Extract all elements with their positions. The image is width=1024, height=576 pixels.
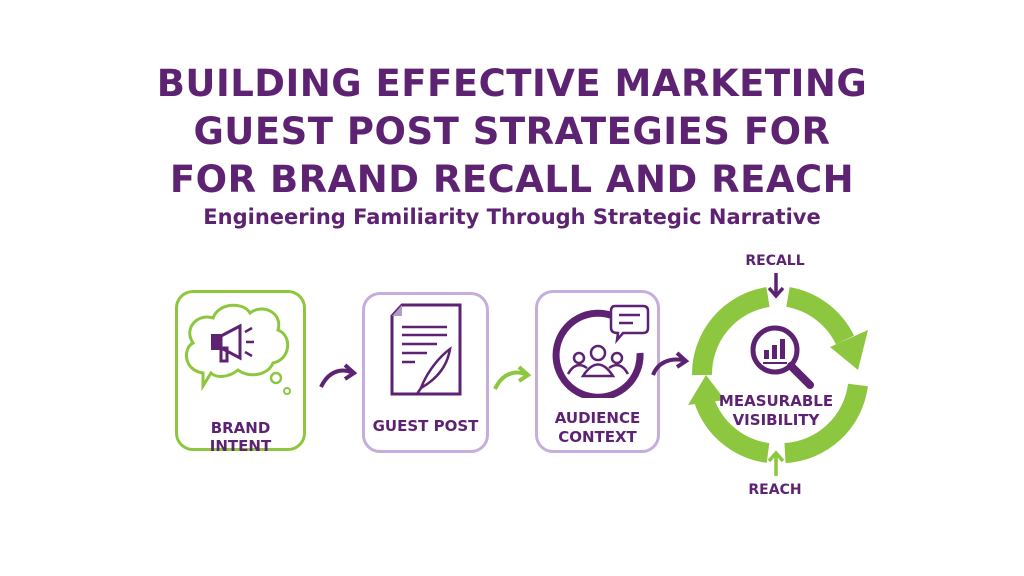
step-label-line-2: CONTEXT: [558, 428, 637, 446]
recall-label: RECALL: [745, 253, 805, 269]
arrow-up-icon: [767, 450, 785, 476]
title-line-3: FOR BRAND RECALL AND REACH: [169, 158, 855, 201]
subtitle: Engineering Familiarity Through Strategi…: [203, 205, 821, 229]
cycle-center-line-2: VISIBILITY: [732, 411, 820, 429]
arrow-right-icon: [651, 351, 690, 376]
cycle-arrowhead-icon: [688, 375, 725, 405]
step-brand-intent: BRAND INTENT: [175, 290, 306, 455]
step-label: BRAND INTENT: [209, 419, 272, 455]
cycle-center-line-1: MEASURABLE: [718, 392, 834, 410]
title-line-2: GUEST POST STRATEGIES FOR: [193, 110, 831, 153]
title-line-1: BUILDING EFFECTIVE MARKETING: [156, 62, 868, 105]
cycle-arrowhead-icon: [830, 330, 868, 370]
document-quill-icon: [390, 303, 462, 396]
step-label-line-1: AUDIENCE: [554, 409, 641, 427]
magnifier-chart-icon: [750, 325, 814, 389]
megaphone-thought-cloud-icon: [184, 303, 291, 395]
arrow-down-icon: [767, 273, 785, 299]
arrow-right-icon: [319, 363, 358, 388]
step-audience-context: AUDIENCE CONTEXT: [535, 290, 660, 453]
step-label: GUEST POST: [372, 417, 479, 435]
audience-chat-icon: [552, 304, 650, 398]
cycle-arrow-icon: [691, 287, 868, 463]
visibility-cycle: [688, 287, 868, 463]
step-guest-post: GUEST POST: [362, 292, 489, 453]
arrow-right-icon: [493, 365, 532, 390]
reach-label: REACH: [748, 482, 802, 498]
